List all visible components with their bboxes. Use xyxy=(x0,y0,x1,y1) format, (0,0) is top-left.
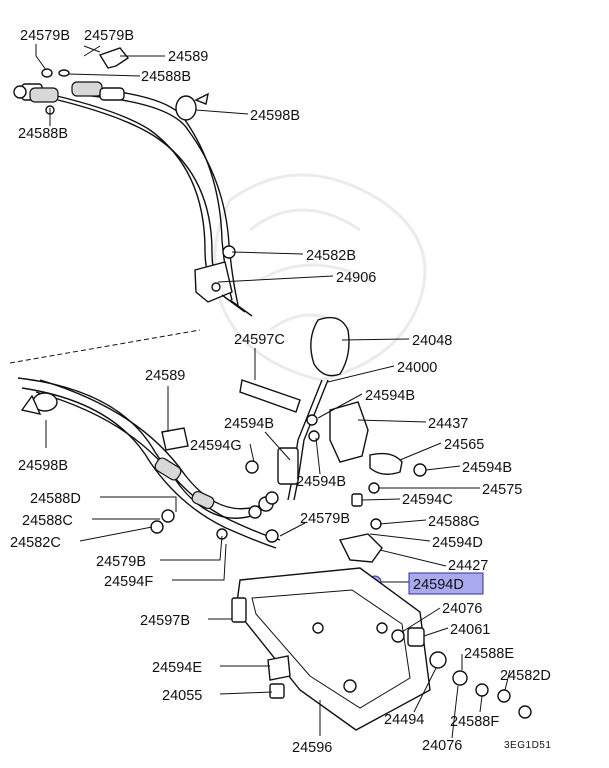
label-24594G: 24594G xyxy=(190,438,242,454)
label-24588C: 24588C xyxy=(22,513,73,529)
label-24437: 24437 xyxy=(428,416,468,432)
cable-end-left xyxy=(13,81,125,115)
label-24427: 24427 xyxy=(448,558,488,574)
label-24594B-c: 24594B xyxy=(462,460,512,476)
cable-band-lower xyxy=(20,392,58,415)
shift-lever xyxy=(239,316,427,589)
label-24598B-b: 24598B xyxy=(18,458,68,474)
label-24594B-a: 24594B xyxy=(365,388,415,404)
label-24575: 24575 xyxy=(482,482,522,498)
label-24597C: 24597C xyxy=(234,332,285,348)
leader-lines xyxy=(35,44,511,739)
upper-cable-assembly xyxy=(13,45,253,317)
label-24594E: 24594E xyxy=(152,660,202,676)
label-24579B-d: 24579B xyxy=(96,554,146,570)
lower-cable-assembly xyxy=(17,377,281,549)
diagram-code: 3EG1D51 xyxy=(504,740,551,751)
label-24579B-a: 24579B xyxy=(20,28,70,44)
label-24589-a: 24589 xyxy=(168,49,208,65)
cable-bracket xyxy=(194,245,253,317)
label-24594D-highlight: 24594D xyxy=(413,577,464,593)
label-24594F: 24594F xyxy=(104,574,153,590)
reference-line xyxy=(9,329,201,364)
highlight-box-24594D xyxy=(408,572,484,595)
lower-cable-fittings xyxy=(150,457,279,543)
washer-pair xyxy=(41,68,70,78)
label-24582D: 24582D xyxy=(500,668,551,684)
label-24061: 24061 xyxy=(450,622,490,638)
label-24048: 24048 xyxy=(412,333,452,349)
label-24582B: 24582B xyxy=(306,248,356,264)
label-24597B: 24597B xyxy=(140,613,190,629)
label-24596: 24596 xyxy=(292,740,332,756)
label-24494: 24494 xyxy=(384,712,424,728)
label-24565: 24565 xyxy=(444,437,484,453)
label-24588D: 24588D xyxy=(30,491,81,507)
label-24598B-a: 24598B xyxy=(250,108,300,124)
label-24906: 24906 xyxy=(336,270,376,286)
label-24594B-b: 24594B xyxy=(224,416,274,432)
label-24588B-a: 24588B xyxy=(141,69,191,85)
lower-clip xyxy=(161,427,189,451)
label-24588E: 24588E xyxy=(464,646,514,662)
label-24594D-a: 24594D xyxy=(432,535,483,551)
label-24000: 24000 xyxy=(397,360,437,376)
part-labels: 24579B 24579B 24589 24588B 24588B 24598B… xyxy=(10,28,551,756)
label-24594C: 24594C xyxy=(402,492,453,508)
label-24589-b: 24589 xyxy=(145,368,185,384)
cable-clip xyxy=(83,45,130,69)
label-24588F: 24588F xyxy=(450,714,499,730)
label-24588B-b: 24588B xyxy=(18,126,68,142)
label-24594B-d: 24594B xyxy=(296,474,346,490)
label-24579B-b: 24579B xyxy=(84,28,134,44)
label-24055: 24055 xyxy=(162,688,202,704)
label-24076-a: 24076 xyxy=(442,601,482,617)
label-24579B-c: 24579B xyxy=(300,511,350,527)
label-24588G: 24588G xyxy=(428,514,480,530)
base-bracket xyxy=(231,567,532,731)
label-24076-b: 24076 xyxy=(422,738,462,754)
label-24582C: 24582C xyxy=(10,535,61,551)
cable-band xyxy=(175,92,209,121)
